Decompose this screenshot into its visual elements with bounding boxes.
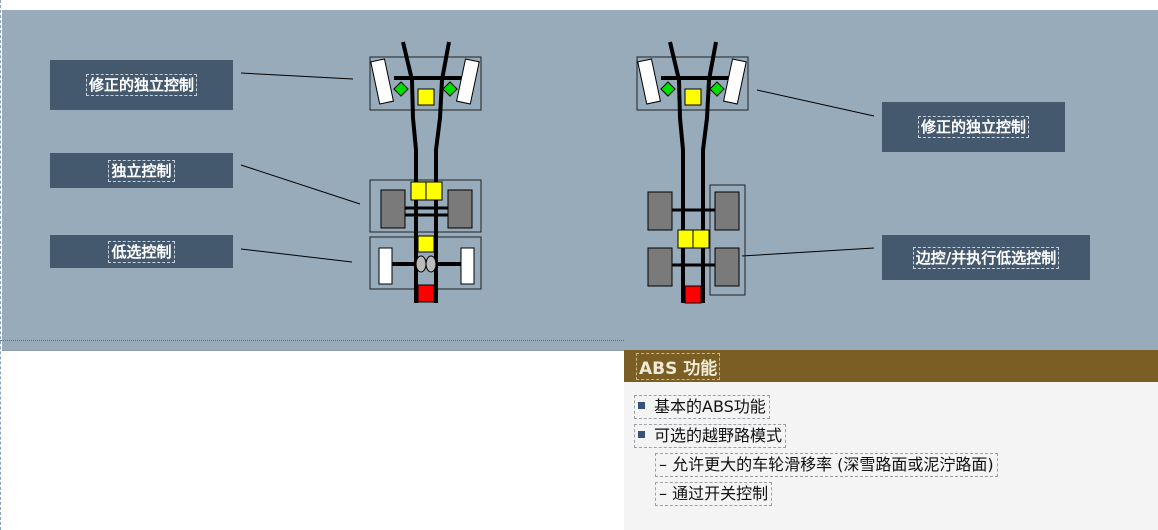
sub-item-slip-rate: – 允许更大的车轮滑移率 (深雪路面或泥泞路面) <box>655 453 998 477</box>
sub-item-switch-control: – 通过开关控制 <box>655 482 773 506</box>
left-truck <box>369 41 482 303</box>
leader-lines <box>240 72 875 263</box>
label-left-middle: 独立控制 <box>50 153 233 188</box>
truck-diagrams <box>240 41 875 304</box>
page-left-border <box>0 0 1 530</box>
label-left-front: 修正的独立控制 <box>50 60 233 110</box>
label-left-rear: 低选控制 <box>50 235 233 268</box>
label-right-rear: 边控/并执行低选控制 <box>882 235 1090 280</box>
panel-divider <box>0 340 624 341</box>
abs-function-body: 基本的ABS功能 可选的越野路模式 – 允许更大的车轮滑移率 (深雪路面或泥泞路… <box>624 382 1158 530</box>
bullet-icon <box>638 402 645 409</box>
right-truck <box>636 41 749 304</box>
abs-function-header: ABS 功能 <box>624 350 1158 382</box>
bullet-icon <box>638 431 645 438</box>
list-item-offroad-mode: 可选的越野路模式 <box>634 424 787 448</box>
list-item-basic-abs: 基本的ABS功能 <box>634 395 770 419</box>
label-right-front: 修正的独立控制 <box>882 102 1065 152</box>
